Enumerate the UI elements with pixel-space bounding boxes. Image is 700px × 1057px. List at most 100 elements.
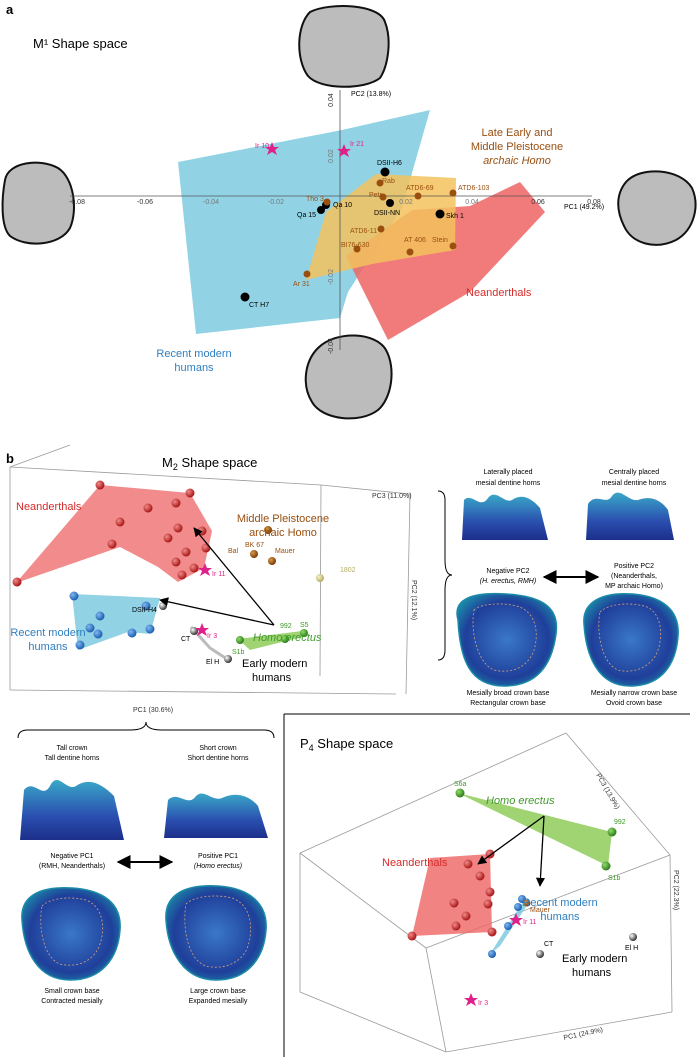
pc1-caption: Negative PC1 <box>50 853 93 860</box>
m2-rmh-point <box>85 623 95 633</box>
m2-label-el-h: El H <box>206 659 219 666</box>
m2-arrow <box>159 597 275 626</box>
panel-b-letter: b <box>6 451 14 466</box>
pc2-caption: Mesially broad crown base <box>467 690 550 697</box>
point-dsii-h6 <box>380 167 390 177</box>
m2-neanderthals-label: Neanderthals <box>16 501 82 513</box>
label-bi76-630: BI76-630 <box>341 242 370 249</box>
tooth-render-pc1-large-base <box>165 885 267 981</box>
outline-right <box>617 170 697 246</box>
p4-rmh-point <box>504 922 512 930</box>
label-ir21: Ir 21 <box>350 141 364 148</box>
m2-rmh-point <box>141 601 151 611</box>
x-tick: 0.08 <box>587 199 601 206</box>
p4-label-ct: CT <box>544 941 554 948</box>
star-marker-m2-ir3 <box>195 623 209 636</box>
p4-specimen-labels: S6a 992 S1b Mauer Ir 11 CT El H Ir 3 <box>454 781 638 1007</box>
pc2-caption: Rectangular crown base <box>470 700 546 707</box>
pc1-caption: Tall dentine horns <box>45 755 100 762</box>
p4-pc2-label: PC2 (22.3%) <box>672 870 679 910</box>
p4-label-el-h: El H <box>625 945 638 952</box>
p4-title: P4 Shape space <box>300 736 393 753</box>
pc1-caption: Tall crown <box>56 745 87 752</box>
pc2-caption: Ovoid crown base <box>606 700 662 707</box>
p4-emh-label-line: Early modern <box>562 953 627 965</box>
panel-a-letter: a <box>6 2 14 17</box>
tooth-render-pc1-tall-side <box>20 780 124 840</box>
point-skh1 <box>435 209 445 219</box>
x-tick-labels: -0.08 -0.06 -0.04 -0.02 0.02 0.04 0.06 0… <box>69 199 601 206</box>
p4-rmh-point <box>488 950 496 958</box>
p4-erectus-label: Homo erectus <box>486 795 555 807</box>
m2-nea-point <box>171 498 181 508</box>
m2-nea-point <box>173 523 183 533</box>
m2-hull-homo-erectus <box>238 631 306 650</box>
label-qa10: Qa 10 <box>333 202 352 209</box>
p4-emh-point <box>536 950 544 958</box>
m2-points <box>12 480 324 663</box>
point-dsii-nn <box>386 199 394 207</box>
m2-label-ir3: Ir 3 <box>207 633 217 640</box>
m2-emh-label-line: humans <box>252 672 292 684</box>
m2-nea-point <box>143 503 153 513</box>
m2-nea-point <box>171 557 181 567</box>
m2-emh-line <box>189 625 228 661</box>
p4-nea-point <box>475 871 485 881</box>
m2-label-bal: Bal <box>228 548 239 555</box>
m2-mp-label-line: archaic Homo <box>249 527 317 539</box>
p4-erectus-point <box>601 861 611 871</box>
pc2-caption: Centrally placed <box>609 469 659 476</box>
label-tho3: Tho 3 <box>306 196 324 203</box>
pc2-caption: (H. erectus, RMH) <box>480 578 536 585</box>
point-rab <box>376 179 384 187</box>
point-qa15 <box>317 206 325 214</box>
m2-erectus-point <box>281 635 289 643</box>
m2-label-dsii-h4: DSII-H4 <box>132 607 157 614</box>
m2-nea-point <box>95 480 105 490</box>
star-marker-p4-ir11 <box>509 913 523 926</box>
m2-label-s1b: S1b <box>232 649 245 656</box>
point-petr <box>379 193 387 201</box>
m2-emh-point <box>159 602 167 610</box>
pc2-caption: MP archaic Homo) <box>605 583 663 590</box>
m2-nea-point <box>163 533 173 543</box>
rmh-label-line: humans <box>174 362 214 374</box>
m2-pc2-label: PC2 (12.1%) <box>410 580 417 620</box>
pc2-brace <box>437 490 453 661</box>
tooth-render-pc2-lateral-side <box>462 494 548 540</box>
label-dsii-nn: DSII-NN <box>374 210 400 217</box>
m2-rmh-point <box>127 628 137 638</box>
m2-erectus-label: Homo erectus <box>253 632 322 644</box>
star-marker-ir21 <box>337 144 351 157</box>
label-atd6-69: ATD6-69 <box>406 185 434 192</box>
m2-archaic-point <box>264 526 272 534</box>
p4-nea-point <box>449 898 459 908</box>
y-tick: -0.04 <box>328 338 335 354</box>
m2-specimen-labels: BK 67 Bal Mauer Ir 11 DSII-H4 992 S5 180… <box>132 542 356 666</box>
label-at406: AT 406 <box>404 237 426 244</box>
label-ir10: Ir 10 <box>255 143 269 150</box>
rmh-label-line: Recent modern <box>156 348 231 360</box>
tooth-render-pc2-broad-base <box>456 592 558 687</box>
pc2-caption: Laterally placed <box>483 469 532 476</box>
pc1-caption: Short crown <box>199 745 236 752</box>
m2-nea-point <box>107 539 117 549</box>
p4-label-mauer: Mauer <box>530 907 551 914</box>
point-atd6-11 <box>377 225 385 233</box>
p4-nea-point <box>487 927 497 937</box>
specimen-points <box>240 142 457 302</box>
label-dsii-h6: DSII-H6 <box>377 160 402 167</box>
p4-neanderthals-label: Neanderthals <box>382 857 448 869</box>
label-petr: Petr <box>369 192 383 199</box>
m2-nea-point <box>177 570 187 580</box>
pc1-brace <box>17 721 275 739</box>
p4-rmh-label-line: humans <box>540 911 580 923</box>
p4-rmh-point <box>518 895 526 903</box>
archaic-label-line: archaic Homo <box>483 155 551 167</box>
y-tick: 0.02 <box>328 149 335 163</box>
point-atd6-103 <box>449 189 457 197</box>
tooth-render-outline <box>598 603 661 672</box>
label-atd6-103: ATD6-103 <box>458 185 489 192</box>
label-rab: Rab <box>382 178 395 185</box>
x-tick: -0.04 <box>203 199 219 206</box>
